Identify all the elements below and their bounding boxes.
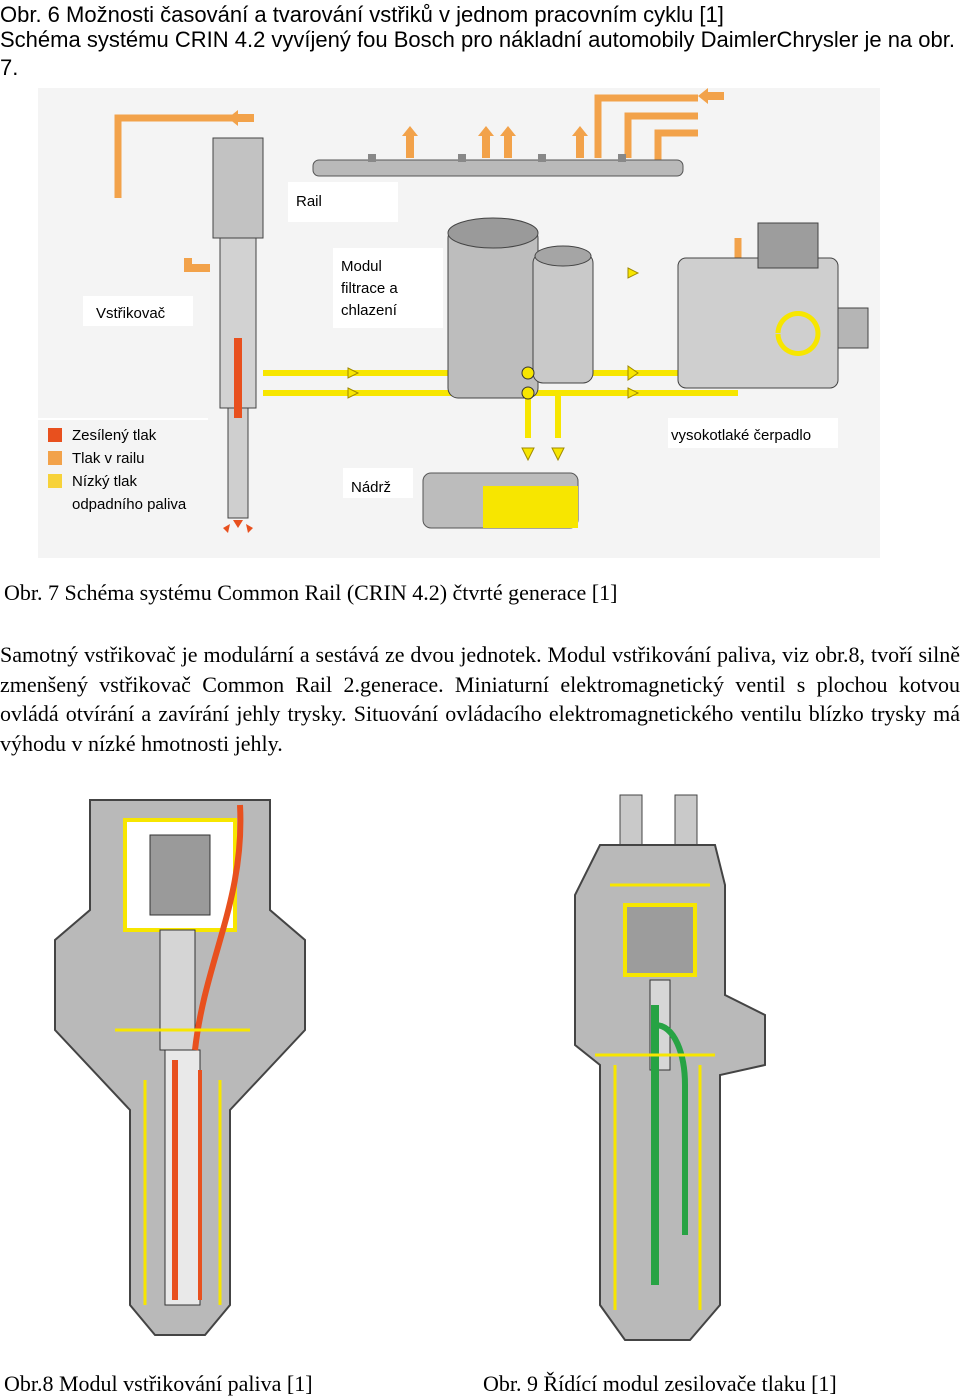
legend-item-boosted-pressure: Zesílený tlak	[72, 427, 157, 444]
intro-text: Schéma systému CRIN 4.2 vyvíjený fou Bos…	[0, 27, 955, 80]
filter-module-label-line2: filtrace a	[341, 280, 398, 297]
figure-8-caption: Obr.8 Modul vstřikování paliva [1]	[4, 1371, 313, 1396]
pump-label: vysokotlaké čerpadlo	[671, 427, 811, 444]
tank-label: Nádrž	[351, 479, 391, 496]
rail-label: Rail	[296, 193, 322, 210]
filter-module-label-line3: chlazení	[341, 302, 398, 319]
figure-9-pressure-booster-control	[515, 765, 805, 1345]
legend-item-rail-pressure: Tlak v railu	[72, 450, 145, 467]
body-paragraph: Samotný vstřikovač je modulární a sestáv…	[0, 642, 960, 756]
figure-7-caption: Obr. 7 Schéma systému Common Rail (CRIN …	[4, 580, 618, 605]
figure-9-caption: Obr. 9 Řídící modul zesilovače tlaku [1]	[483, 1371, 837, 1396]
top-caption: Obr. 6 Možnosti časování a tvarování vst…	[0, 2, 724, 27]
filter-module-label-line1: Modul	[341, 258, 382, 275]
legend-item-low-pressure: Nízký tlak	[72, 473, 138, 490]
legend-item-return-fuel: odpadního paliva	[72, 496, 187, 513]
figure-8-injection-module	[30, 780, 330, 1340]
injector-label: Vstřikovač	[96, 305, 166, 322]
figure-7-crin-schematic: Rail Modul filtrace a chlazení Vstřikova…	[38, 88, 880, 558]
